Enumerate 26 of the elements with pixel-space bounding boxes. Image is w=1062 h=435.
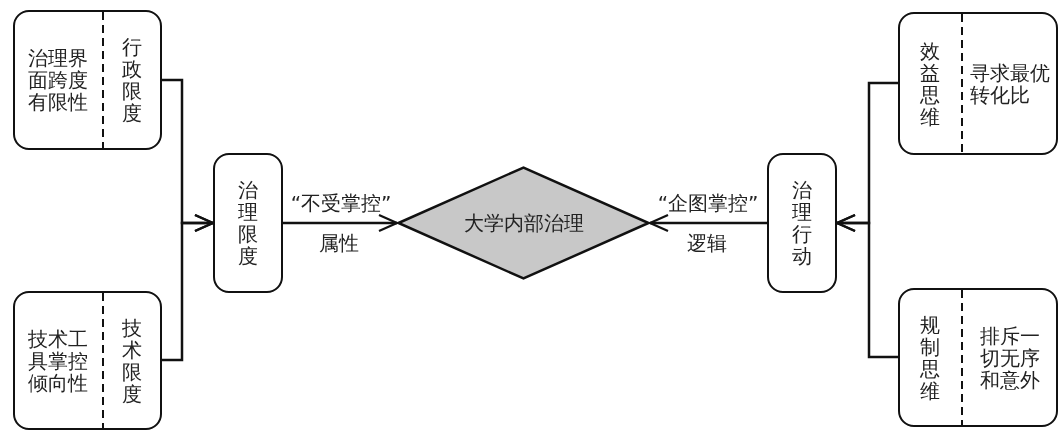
decision-diamond <box>397 166 650 280</box>
node-label: 技术限度 <box>122 316 142 405</box>
connector-arrow <box>162 213 215 362</box>
node-label: 大学内部治理 <box>463 212 584 234</box>
node-label: 治理行动 <box>792 179 812 267</box>
rounded-process-box <box>13 291 162 430</box>
rounded-process-box <box>767 153 837 293</box>
node-label: 行政限度 <box>122 36 142 124</box>
node-label: 技术工具掌控倾向性 <box>28 327 89 394</box>
node-label: 治理界面跨度有限性 <box>28 47 89 113</box>
connector-arrow <box>283 213 399 233</box>
node-label: 效益思维 <box>920 39 941 128</box>
annotation-text: 属性 <box>318 232 360 254</box>
edge-label: “企图掌控” <box>656 192 760 214</box>
rounded-process-box <box>898 288 1058 427</box>
node-label: 寻求最优转化比 <box>969 61 1050 106</box>
node-label: 排斥一切无序和意外 <box>979 324 1040 391</box>
rounded-process-box <box>13 10 162 150</box>
connector-arrow <box>648 213 767 233</box>
connector-arrow <box>835 213 898 359</box>
node-label: 规制思维 <box>920 313 941 402</box>
node-label: 治理限度 <box>238 179 258 267</box>
edge-label: “不受掌控” <box>289 192 393 214</box>
annotation-text: 逻辑 <box>686 232 728 254</box>
rounded-process-box <box>213 153 283 293</box>
rounded-process-box <box>898 12 1058 155</box>
